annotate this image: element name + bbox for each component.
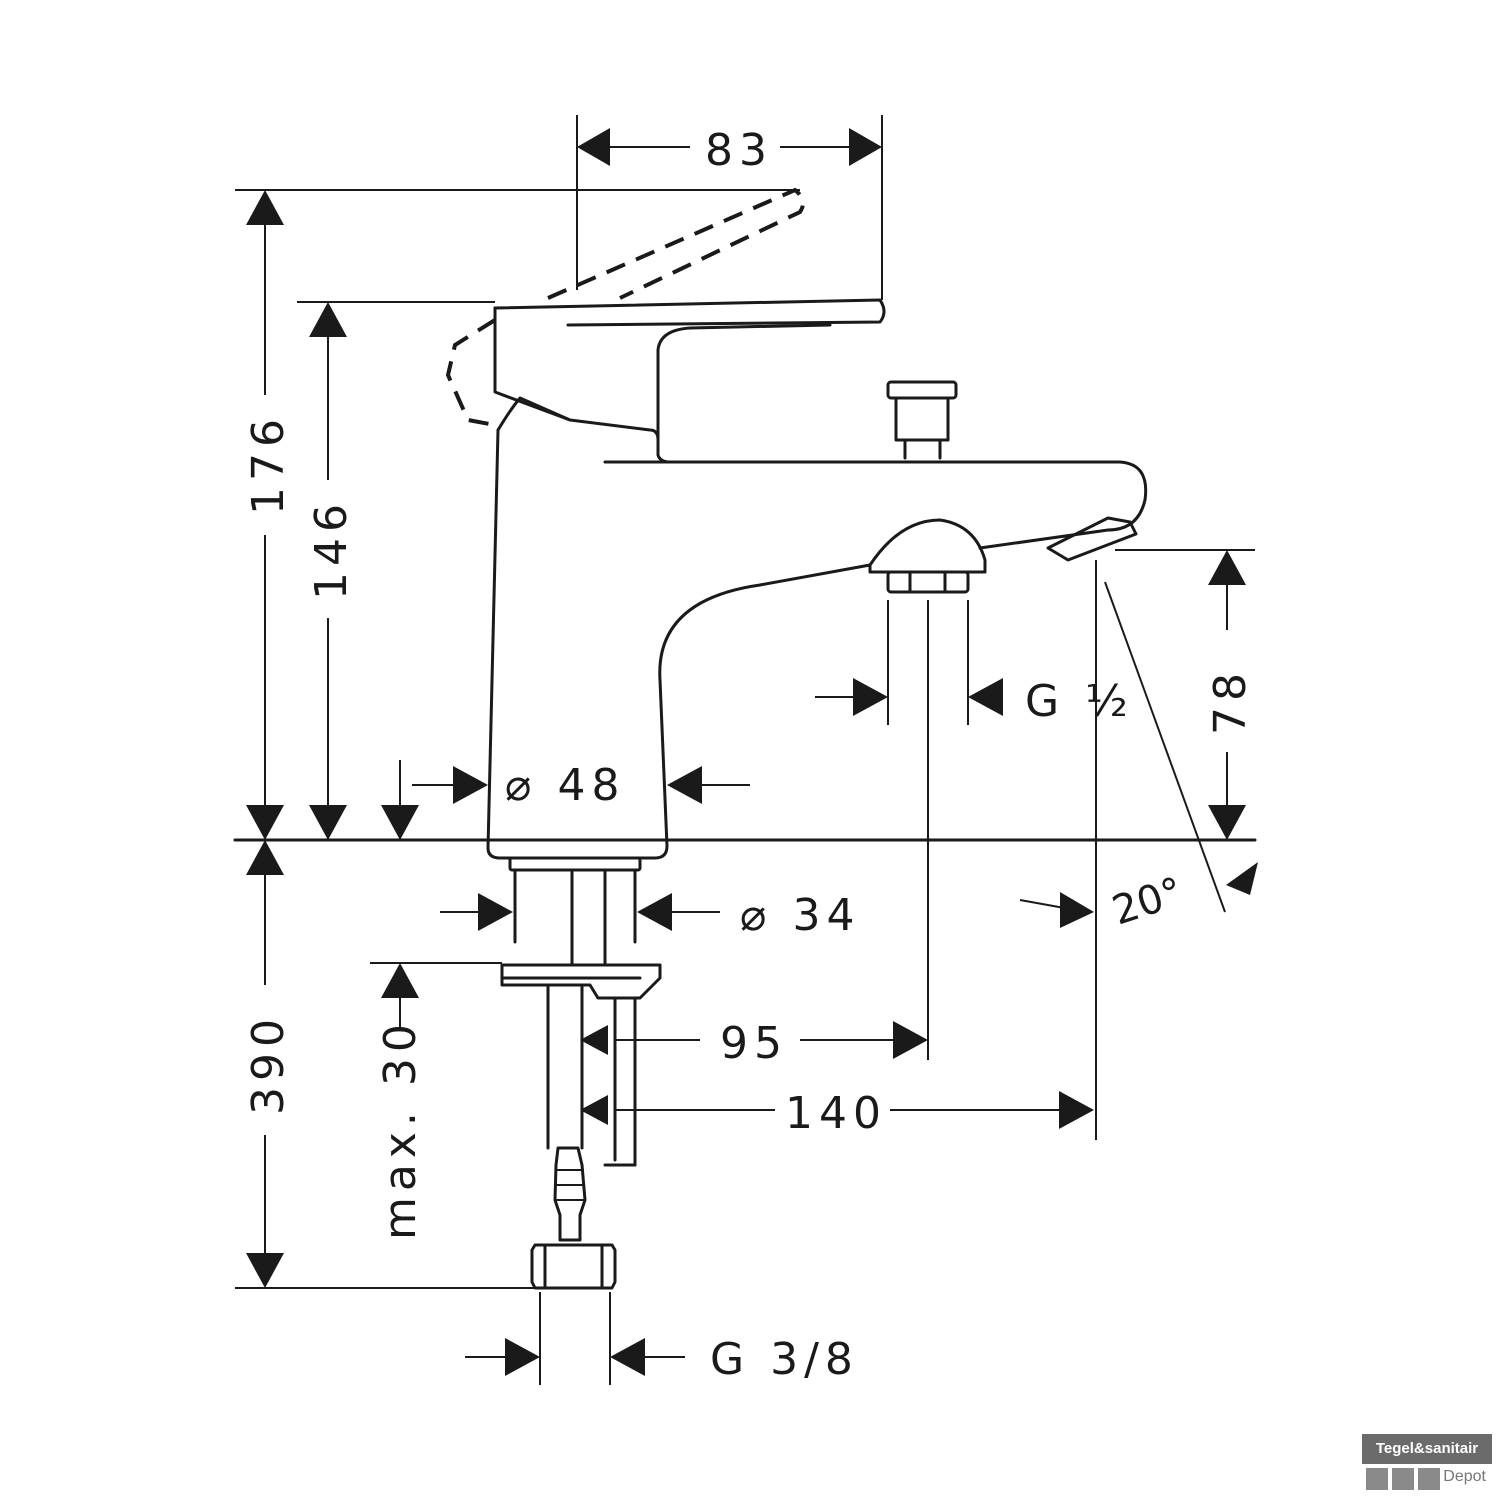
dim-diameter-48: ⌀ 48 [381, 760, 750, 840]
dim-48-label: ⌀ 48 [505, 760, 625, 811]
dim-83-label: 83 [705, 125, 773, 176]
dim-width-83: 83 [576, 115, 883, 300]
shank-assembly [500, 856, 662, 1290]
dim-34-label: ⌀ 34 [740, 890, 860, 941]
dim-thread-g38: G 3/8 [465, 1292, 859, 1385]
dim-78-label: 78 [1205, 667, 1256, 735]
watermark-brand: Tegel&sanitair [1362, 1434, 1492, 1464]
dim-height-146: 146 [297, 301, 495, 840]
dim-angle-20: 20° [1019, 560, 1258, 1140]
tile-icon [1392, 1468, 1414, 1490]
dim-176-label: 176 [243, 413, 294, 515]
dim-20-label: 20° [1107, 869, 1189, 935]
watermark-sub: Depot [1443, 1468, 1486, 1485]
dim-spout-height-78: 78 [1115, 549, 1256, 840]
spout-outlet [868, 516, 1138, 594]
diverter-knob [886, 380, 958, 460]
dim-height-176: 176 [235, 189, 800, 840]
dim-146-label: 146 [306, 498, 357, 600]
dim-95-label: 95 [720, 1018, 788, 1069]
dim-g12-label: G ½ [1025, 676, 1134, 727]
dim-390-label: 390 [243, 1013, 294, 1115]
dim-reach-95: 95 [580, 600, 929, 1069]
dim-thread-g12: G ½ [815, 600, 1134, 727]
dim-hose-390: 390 [235, 840, 535, 1289]
water-drop-icon [1366, 1468, 1388, 1490]
dim-reach-140: 140 [580, 1088, 1094, 1139]
brand-watermark: Tegel&sanitair Depot [1362, 1434, 1492, 1496]
dim-g38-label: G 3/8 [710, 1334, 859, 1385]
dim-140-label: 140 [785, 1088, 887, 1139]
dim-diameter-34: ⌀ 34 [440, 890, 860, 941]
tile-icon [1418, 1468, 1440, 1490]
dim-max30-label: max. 30 [375, 1018, 426, 1240]
faucet-body [486, 298, 1148, 860]
dim-max-30: max. 30 [370, 962, 502, 1240]
